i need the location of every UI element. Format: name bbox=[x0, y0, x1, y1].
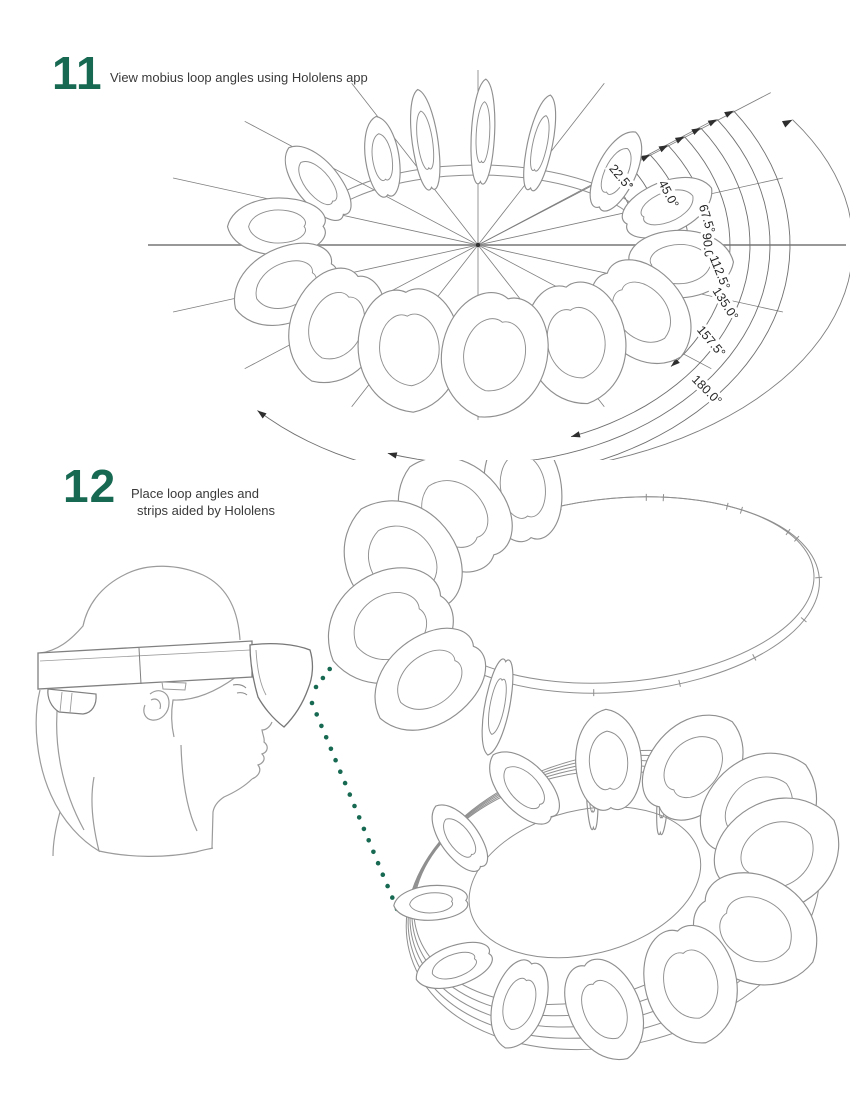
angle-label: 157.5° bbox=[694, 323, 728, 360]
mobius-angle-dimension-diagram: 22.5°45.0°67.5°90.0°112.5°135.0°157.5°18… bbox=[148, 70, 850, 460]
step-12-caption-line-1: Place loop angles and bbox=[131, 486, 259, 501]
angle-label: 67.5° bbox=[696, 203, 718, 235]
angle-label: 180.0° bbox=[689, 372, 725, 408]
assembled-mobius-ring bbox=[393, 708, 840, 1061]
step-11-number: 11 bbox=[52, 47, 103, 99]
step-12-number: 12 bbox=[63, 460, 117, 512]
user-head-profile bbox=[35, 565, 273, 857]
hololens-placement-diagram bbox=[35, 460, 840, 1061]
sight-dotted-line-lower bbox=[309, 700, 400, 912]
mobius-ring-assembly bbox=[226, 78, 735, 418]
angle-label: 90.0° bbox=[699, 232, 716, 263]
partial-mobius-ring bbox=[328, 460, 823, 756]
angle-label: 135.0° bbox=[710, 285, 742, 323]
hololens-headset bbox=[37, 640, 314, 728]
step-12-caption-line-2: strips aided by Hololens bbox=[137, 503, 276, 518]
step-11-caption: View mobius loop angles using Hololens a… bbox=[110, 70, 368, 85]
